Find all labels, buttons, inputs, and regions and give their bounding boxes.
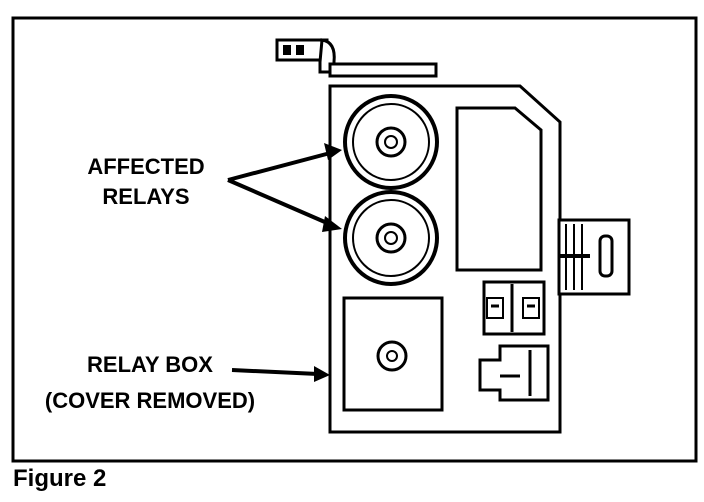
figure-caption: Figure 2 (13, 465, 106, 492)
affected-relays-label-line1: AFFECTED (87, 154, 204, 179)
figure-border (11, 16, 698, 463)
fuse-pair (482, 280, 546, 336)
relay-box-label-line2: (COVER REMOVED) (45, 388, 255, 413)
large-module (455, 106, 543, 272)
callout-arrows (227, 143, 342, 382)
upper-relay (343, 94, 439, 190)
mounting-bracket (275, 38, 438, 78)
plug-connector (478, 344, 550, 402)
side-connector (557, 218, 631, 296)
affected-relays-label-line2: RELAYS (102, 184, 189, 209)
square-relay (342, 296, 444, 412)
lower-relay (343, 190, 439, 286)
relay-box-label-line1: RELAY BOX (87, 352, 213, 377)
